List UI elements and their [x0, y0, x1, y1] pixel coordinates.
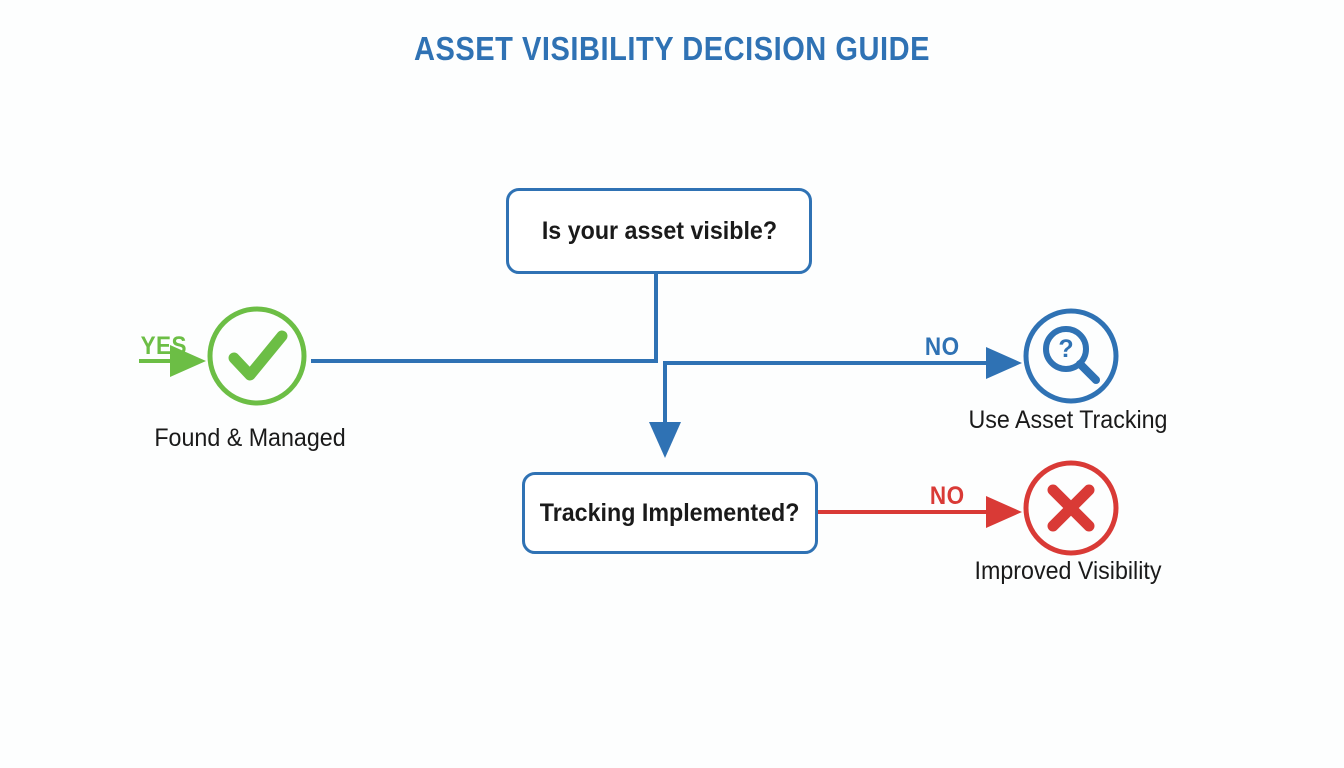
caption-found-and-managed: Found & Managed	[154, 424, 346, 452]
decision-box-is-asset-visible[interactable]: Is your asset visible?	[506, 188, 812, 274]
check-circle-icon	[206, 305, 308, 407]
caption-improved-visibility: Improved Visibility	[974, 557, 1162, 585]
decision-box-label: Is your asset visible?	[541, 216, 777, 245]
magnifier-question-icon: ?	[1022, 307, 1120, 405]
decision-box-tracking-implemented[interactable]: Tracking Implemented?	[522, 472, 818, 554]
svg-text:?: ?	[1058, 335, 1073, 363]
caption-use-asset-tracking: Use Asset Tracking	[968, 406, 1168, 434]
edge-label-no-visibility: NO	[929, 482, 965, 510]
edge-label-yes: YES	[140, 332, 187, 360]
decision-box-label: Tracking Implemented?	[540, 498, 800, 527]
connector-q1-to-found	[311, 274, 658, 363]
page-title: ASSET VISIBILITY DECISION GUIDE	[413, 30, 931, 67]
edge-label-no-tracking: NO	[924, 333, 960, 361]
cross-circle-icon	[1022, 459, 1120, 557]
